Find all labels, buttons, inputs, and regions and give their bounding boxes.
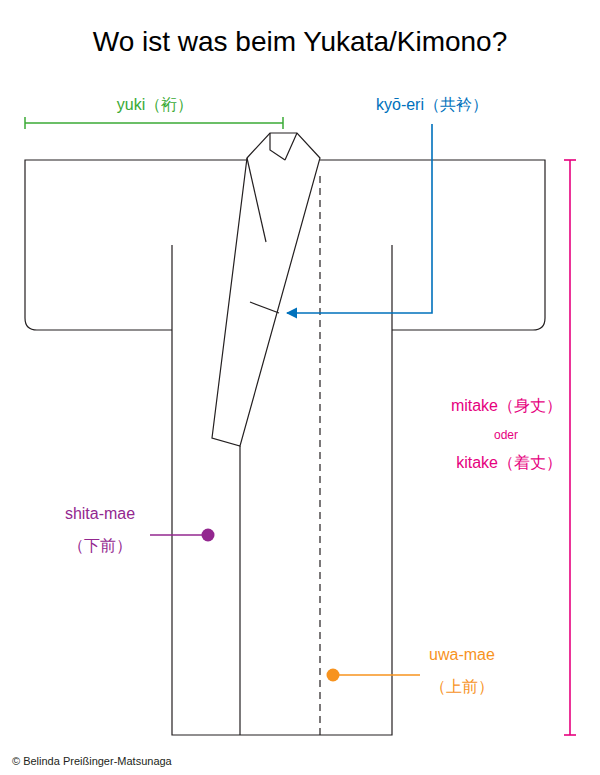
collar bbox=[212, 133, 320, 446]
front-edge bbox=[239, 446, 240, 735]
centre-line bbox=[319, 176, 320, 735]
yuki-bracket bbox=[25, 117, 283, 129]
dimension-label: yuki（裄） bbox=[117, 96, 193, 114]
kimono-outline bbox=[25, 133, 545, 735]
part-label: （上前） bbox=[430, 678, 494, 696]
kyo-eri-seam bbox=[250, 302, 279, 313]
collar-neck bbox=[270, 133, 297, 160]
uwa-mae-leader bbox=[327, 669, 421, 682]
part-label: uwa-mae bbox=[429, 646, 495, 664]
kyo-eri-leader bbox=[287, 124, 432, 313]
mitake-dimension bbox=[564, 160, 576, 735]
part-label: kyō-eri（共衿） bbox=[376, 96, 488, 114]
body-outline bbox=[172, 245, 392, 735]
dimension-label: mitake（身丈） bbox=[451, 397, 562, 415]
part-label: shita-mae bbox=[65, 505, 135, 523]
copyright-caption: © Belinda Preißinger-Matsunaga bbox=[12, 755, 172, 768]
left-sleeve bbox=[25, 160, 247, 330]
dimension-label: kitake（着丈） bbox=[456, 454, 562, 472]
part-label: （下前） bbox=[68, 537, 132, 555]
back-collar bbox=[247, 158, 266, 242]
dimension-label: oder bbox=[494, 429, 518, 443]
shita-mae-leader bbox=[150, 529, 215, 542]
diagram-title: Wo ist was beim Yukata/Kimono? bbox=[93, 26, 508, 58]
